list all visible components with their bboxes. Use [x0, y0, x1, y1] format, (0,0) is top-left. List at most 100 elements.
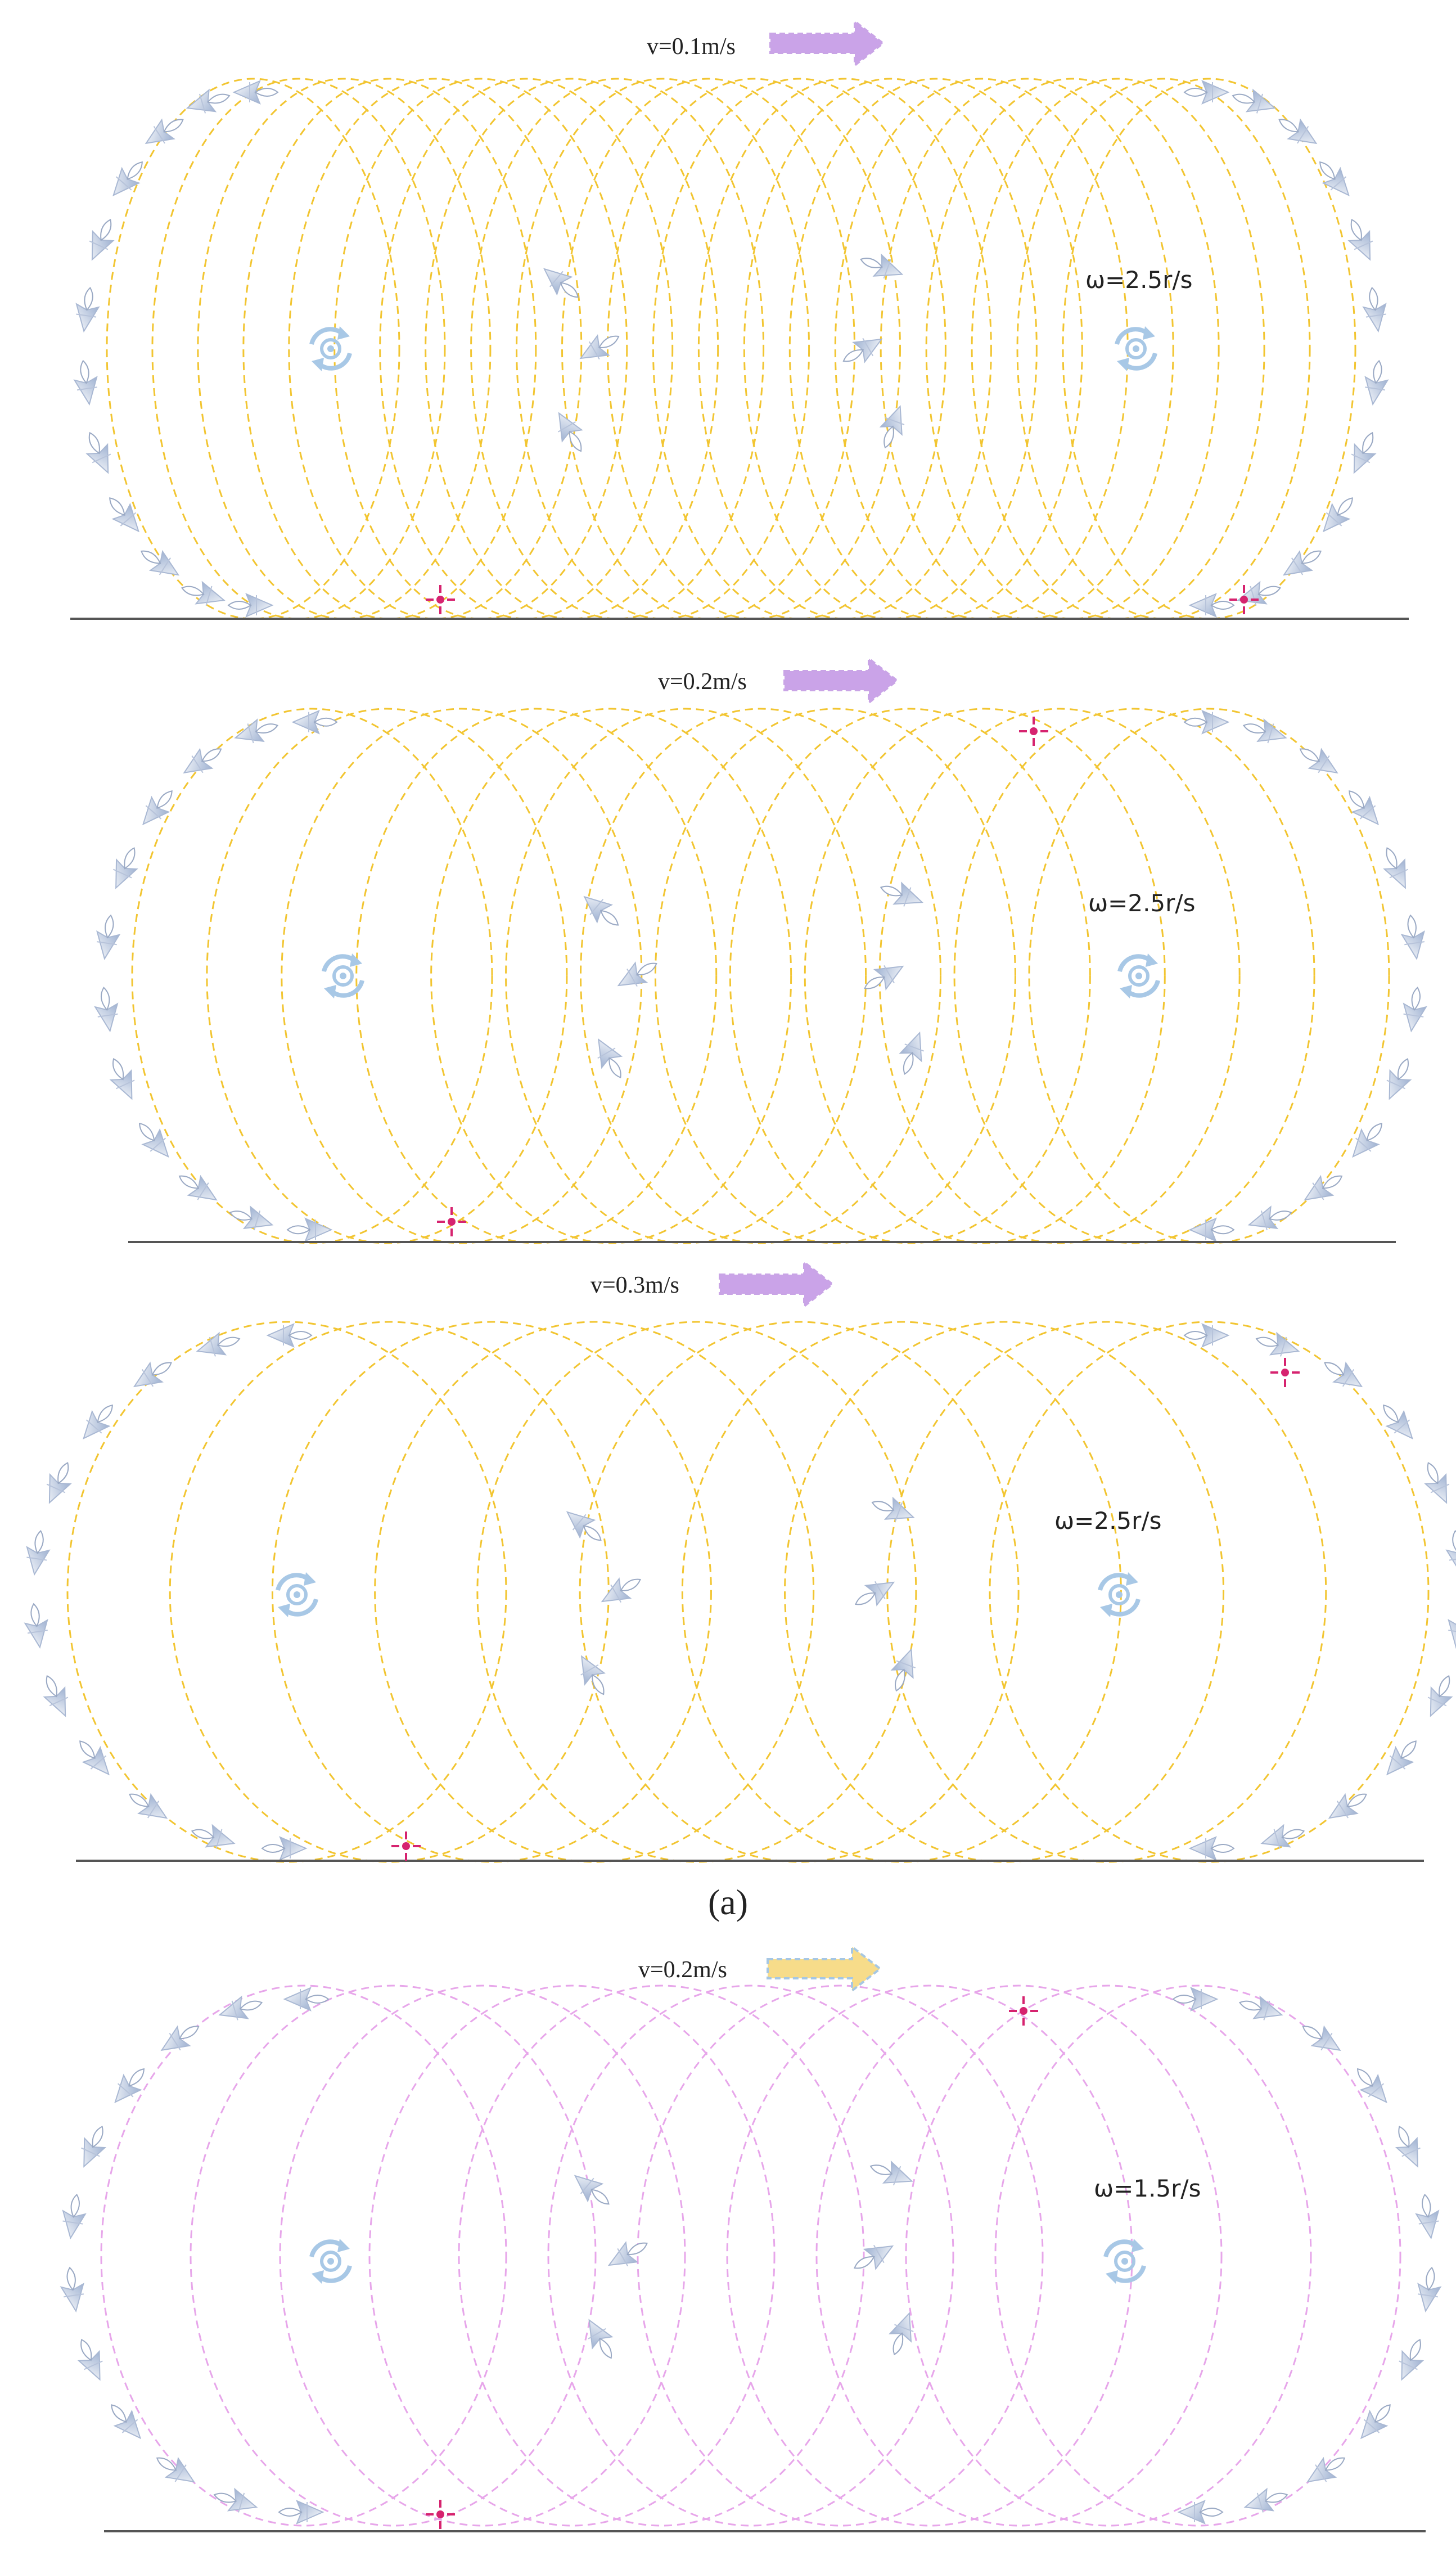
panel-1-trajectory-loop — [697, 78, 992, 620]
panel-3-fish-icon — [83, 1404, 113, 1439]
panel-4-fish-icon — [1238, 1995, 1283, 2020]
panel-2-position-marker-icon-left — [437, 1207, 466, 1236]
panel-4-fish-icon — [1395, 2126, 1421, 2168]
panel-2-omega-label: ω=2.5r/s — [1088, 889, 1195, 917]
panel-2-fish-icon — [1400, 914, 1425, 960]
panel-1-trajectory-loop — [425, 78, 719, 620]
panel-1-fish-icon — [1232, 88, 1277, 114]
panel-3-trajectory-loop — [886, 1321, 1327, 1863]
panel-1-fish-icon — [1188, 593, 1235, 618]
panel-1-trajectory-loop — [288, 78, 583, 620]
panel-3-direction-arrow-icon — [719, 1259, 835, 1309]
panel-3-fish-icon — [601, 1577, 641, 1603]
panel-3-fish-icon — [43, 1675, 69, 1717]
panel-3-fish — [24, 1323, 1456, 1861]
panel-2-velocity-label: v=0.2m/s — [658, 669, 747, 695]
panel-4-curves — [100, 1984, 1401, 2527]
panel-1-fish-icon — [227, 593, 274, 618]
panel-3-fish-icon — [580, 1655, 606, 1695]
panel-4-rotation-icon-right — [1103, 2239, 1146, 2284]
panel-2-fish-icon — [1383, 847, 1409, 889]
panel-4-fish-icon — [574, 2175, 610, 2205]
panel-3-fish-icon — [1328, 1793, 1367, 1819]
panel-1-fish-icon — [860, 253, 904, 279]
panel-1-fish-icon — [1362, 286, 1387, 333]
panel-2-trajectory-loop — [878, 708, 1241, 1244]
panel-2-fish-icon — [1242, 718, 1287, 744]
panel-4-fish-icon — [1243, 2487, 1288, 2513]
panel-1: v=0.1m/s ω=2.5r/s — [70, 19, 1409, 620]
panel-2-fish-icon — [1183, 709, 1230, 735]
panel-2-fish — [94, 709, 1427, 1243]
panel-2-fish-icon — [178, 1174, 218, 1201]
panel-3-fish-icon — [261, 1836, 308, 1861]
panel-1-fish-icon — [842, 338, 883, 363]
panel-2-rotation-icon-left — [322, 953, 364, 998]
panel-2-position-marker-icon-right — [1019, 717, 1048, 746]
panel-2-trajectory-loop — [430, 708, 792, 1244]
panel-4-trajectory-loop — [726, 1984, 1133, 2527]
panel-1-trajectory-loop — [106, 78, 400, 620]
panel-2-fish-icon — [1299, 748, 1338, 774]
panel-3-trajectory-loop — [989, 1321, 1430, 1863]
panel-1-trajectory-loop — [1062, 78, 1356, 620]
panel-1-trajectory-loop — [880, 78, 1174, 620]
panel-3-fish-icon — [133, 1361, 172, 1388]
panel-3-fish-icon — [79, 1740, 110, 1776]
panel-1-fish-icon — [112, 161, 143, 196]
panel-4-fish-icon — [62, 2193, 87, 2240]
panel-3-trajectory-loop — [66, 1321, 507, 1863]
panel-4-trajectory-loop — [458, 1984, 865, 2527]
panel-2-trajectory-loop — [729, 708, 1091, 1244]
panel-2-fish-icon — [1304, 1174, 1343, 1201]
panel-1-trajectory-loop — [151, 78, 446, 620]
panel-2-trajectory-loop — [505, 708, 867, 1244]
panel-4-fish-icon — [1306, 2456, 1346, 2483]
panel-2: v=0.2m/s ω=2.5r/s — [94, 656, 1427, 1244]
panel-2-fish-icon — [142, 790, 173, 826]
panel-3-trajectory-loop — [681, 1321, 1122, 1863]
panel-2-trajectory-loop — [131, 708, 493, 1244]
panel-2-fish-icon — [139, 1123, 169, 1158]
panel-3: v=0.3m/s ω=2.5r/s — [24, 1259, 1456, 1863]
panel-2-fish-icon — [94, 987, 119, 1033]
panel-3-fish-icon — [46, 1462, 72, 1504]
panel-1-fish-icon — [879, 405, 905, 449]
panel-4-fish-icon — [588, 2319, 614, 2359]
panel-4-fish-icon — [607, 2241, 648, 2267]
panel-3-fish-icon — [24, 1603, 48, 1649]
panel-2-trajectory-loop — [804, 708, 1166, 1244]
panel-2-trajectory-loop — [355, 708, 718, 1244]
panel-1-fish-icon — [232, 80, 279, 105]
panel-1-position-marker-icon-left — [426, 585, 455, 614]
panel-2-trajectory-loop — [654, 708, 1016, 1244]
panel-1-rotation-icon-right — [1115, 326, 1157, 371]
panel-1-curves — [106, 78, 1356, 620]
panel-1-fish-icon — [186, 88, 231, 114]
panel-4-fish-icon — [160, 2025, 200, 2051]
panel-4-trajectory-loop — [905, 1984, 1312, 2527]
panel-1-trajectory-loop — [971, 78, 1265, 620]
panel-1-position-marker-icon-right — [1229, 585, 1259, 614]
panel-3-fish-icon — [266, 1323, 313, 1348]
panel-2-fish-icon — [617, 961, 657, 987]
panel-2-fish-icon — [880, 881, 924, 907]
panel-1-trajectory-loop — [606, 78, 901, 620]
panel-3-fish-icon — [890, 1648, 916, 1692]
panel-4-fish-icon — [1399, 2338, 1425, 2381]
panel-3-trajectory-loop — [579, 1321, 1020, 1863]
panel-4-fish-icon — [278, 2500, 324, 2524]
panel-1-trajectory-loop — [379, 78, 674, 620]
panel-1-trajectory-loop — [242, 78, 537, 620]
panel-1-trajectory-loop — [561, 78, 856, 620]
panel-3-fish-icon — [196, 1331, 241, 1357]
panel-3-trajectory-loop — [169, 1321, 610, 1863]
panel-2-fish-icon — [183, 748, 222, 774]
panel-2-fish-icon — [597, 1038, 623, 1079]
panel-3-fish-icon — [566, 1511, 602, 1541]
panel-4-trajectory-loop — [994, 1984, 1401, 2527]
panel-2-fish-icon — [1247, 1205, 1292, 1231]
panel-1-fish-icon — [1364, 359, 1389, 406]
panel-4-fish-icon — [1360, 2404, 1391, 2440]
panel-3-fish-icon — [1445, 1529, 1456, 1576]
